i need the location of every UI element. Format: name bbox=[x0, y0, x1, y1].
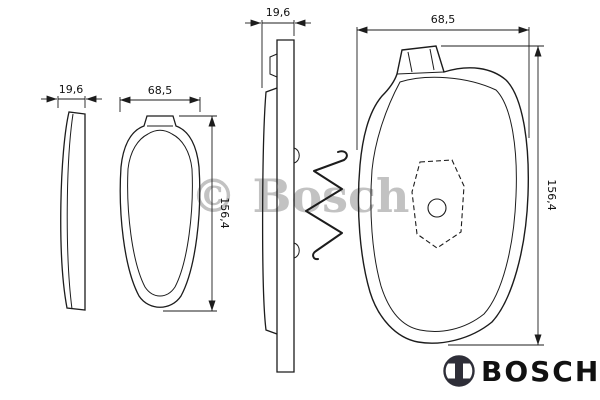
brake-pad-front-view-large bbox=[357, 45, 529, 344]
dim-label-side-small-width: 19,6 bbox=[59, 83, 84, 96]
brake-pad-side-view-small bbox=[60, 111, 86, 311]
dim-label-front-small-height: 156,4 bbox=[218, 197, 231, 229]
dim-label-front-small-width: 68,5 bbox=[148, 84, 173, 97]
bosch-wordmark: BOSCH bbox=[481, 355, 600, 388]
dimension-width-front-small bbox=[119, 96, 201, 112]
dimension-width-side-small bbox=[41, 95, 102, 108]
dimension-height-front-large bbox=[441, 45, 544, 346]
dim-label-side-large-width: 19,6 bbox=[266, 6, 291, 19]
hidden-contour-dashed bbox=[411, 159, 465, 249]
pad-front-outline bbox=[357, 45, 529, 344]
bosch-logo: BOSCH bbox=[443, 355, 600, 388]
brake-pad-front-view-small bbox=[119, 115, 201, 308]
dim-label-front-large-height: 156,4 bbox=[545, 179, 558, 211]
retaining-spring-clip bbox=[305, 150, 348, 261]
symbol-bottom-pole bbox=[446, 378, 472, 386]
pad-side-outline bbox=[60, 111, 86, 311]
bosch-armature-circle-icon bbox=[443, 355, 475, 387]
wear-sensor-hole bbox=[427, 198, 447, 218]
backing-plate-outline bbox=[276, 39, 295, 373]
dimension-width-front-large bbox=[356, 26, 530, 150]
symbol-outer-circle bbox=[443, 355, 475, 387]
pad-plate-boundary-line bbox=[66, 113, 74, 310]
lug-detail-lines bbox=[396, 48, 445, 75]
mounting-tab bbox=[269, 53, 278, 78]
symbol-armature-bar bbox=[455, 363, 463, 379]
pad-front-inner-contour bbox=[370, 76, 517, 332]
brake-pad-side-view-large bbox=[261, 39, 300, 373]
dim-label-front-large-width: 68,5 bbox=[431, 13, 456, 26]
dimension-height-front-small bbox=[163, 115, 217, 312]
pad-front-outline bbox=[119, 115, 201, 308]
watermark-text: © Bosch bbox=[191, 169, 410, 223]
symbol-top-pole bbox=[446, 356, 472, 364]
pad-front-inner-contour bbox=[127, 129, 193, 297]
friction-pad-outline bbox=[261, 87, 278, 335]
dimension-width-side-large bbox=[245, 19, 311, 88]
clip-hook-bumps bbox=[293, 147, 300, 259]
